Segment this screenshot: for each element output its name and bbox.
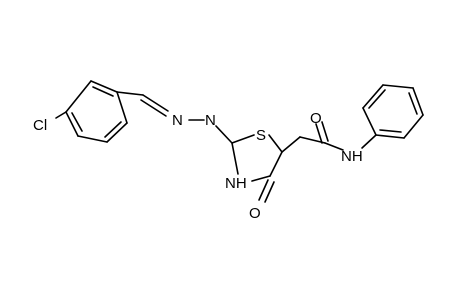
bond-cp-3	[116, 91, 128, 124]
bond-c5-ch2	[281, 136, 301, 153]
bond-c2-s	[231, 134, 255, 144]
chlorophenyl-ring	[65, 80, 128, 143]
bond-n3-c2	[231, 142, 239, 175]
bond-c5-c4	[269, 151, 283, 177]
bond-co-o-b	[321, 121, 329, 142]
bond-ch2-co	[299, 136, 326, 144]
bond-ph-6-inner	[379, 129, 402, 133]
bond-co-nh	[324, 142, 344, 151]
bond-ph-5	[403, 114, 424, 139]
bond-ph-2-inner	[368, 89, 386, 109]
bond-c4-o-b	[264, 181, 275, 203]
thiazolidinone-ring	[231, 134, 283, 182]
atom-n-hydrazone-2: N	[205, 112, 216, 129]
bond-ar-ch	[116, 91, 144, 96]
bond-cp-4	[106, 122, 128, 143]
phenyl-ring	[362, 84, 424, 139]
atom-o-ring: O	[249, 205, 261, 222]
atom-s-ring: S	[256, 127, 266, 144]
bond-cp-2-inner	[92, 86, 114, 97]
atom-nh-ring: NH	[225, 175, 247, 192]
bond-ph-3	[382, 84, 414, 89]
atom-cl: Cl	[33, 117, 47, 134]
bond-cp-6-inner	[71, 112, 83, 132]
bond-cp-2	[90, 80, 118, 93]
atom-nh-amide: NH	[341, 148, 363, 165]
bond-cp-4-inner	[104, 121, 122, 138]
bond-n-c2	[215, 125, 233, 144]
bond-cp-6	[65, 111, 79, 137]
bond-ph-1	[362, 107, 377, 136]
atom-n-hydrazone-1: N	[172, 112, 183, 129]
bond-cp-1	[65, 80, 92, 113]
atom-o-amide: O	[310, 110, 322, 127]
bond-ch-n-a	[142, 94, 169, 112]
bond-ph-2	[362, 84, 384, 109]
bond-c4-n3	[251, 175, 271, 182]
bond-nh-ph	[361, 134, 377, 149]
bond-ph-4-inner	[408, 92, 418, 115]
bond-cp-5	[77, 135, 108, 143]
bond-c4-o-a	[258, 179, 269, 201]
bond-ch-n-b	[140, 99, 167, 117]
bond-c-cl	[55, 111, 67, 119]
bond-ph-4	[412, 87, 424, 116]
bond-s-c5	[268, 134, 283, 153]
bond-co-o-a	[315, 123, 323, 144]
bond-ph-6	[375, 134, 405, 139]
